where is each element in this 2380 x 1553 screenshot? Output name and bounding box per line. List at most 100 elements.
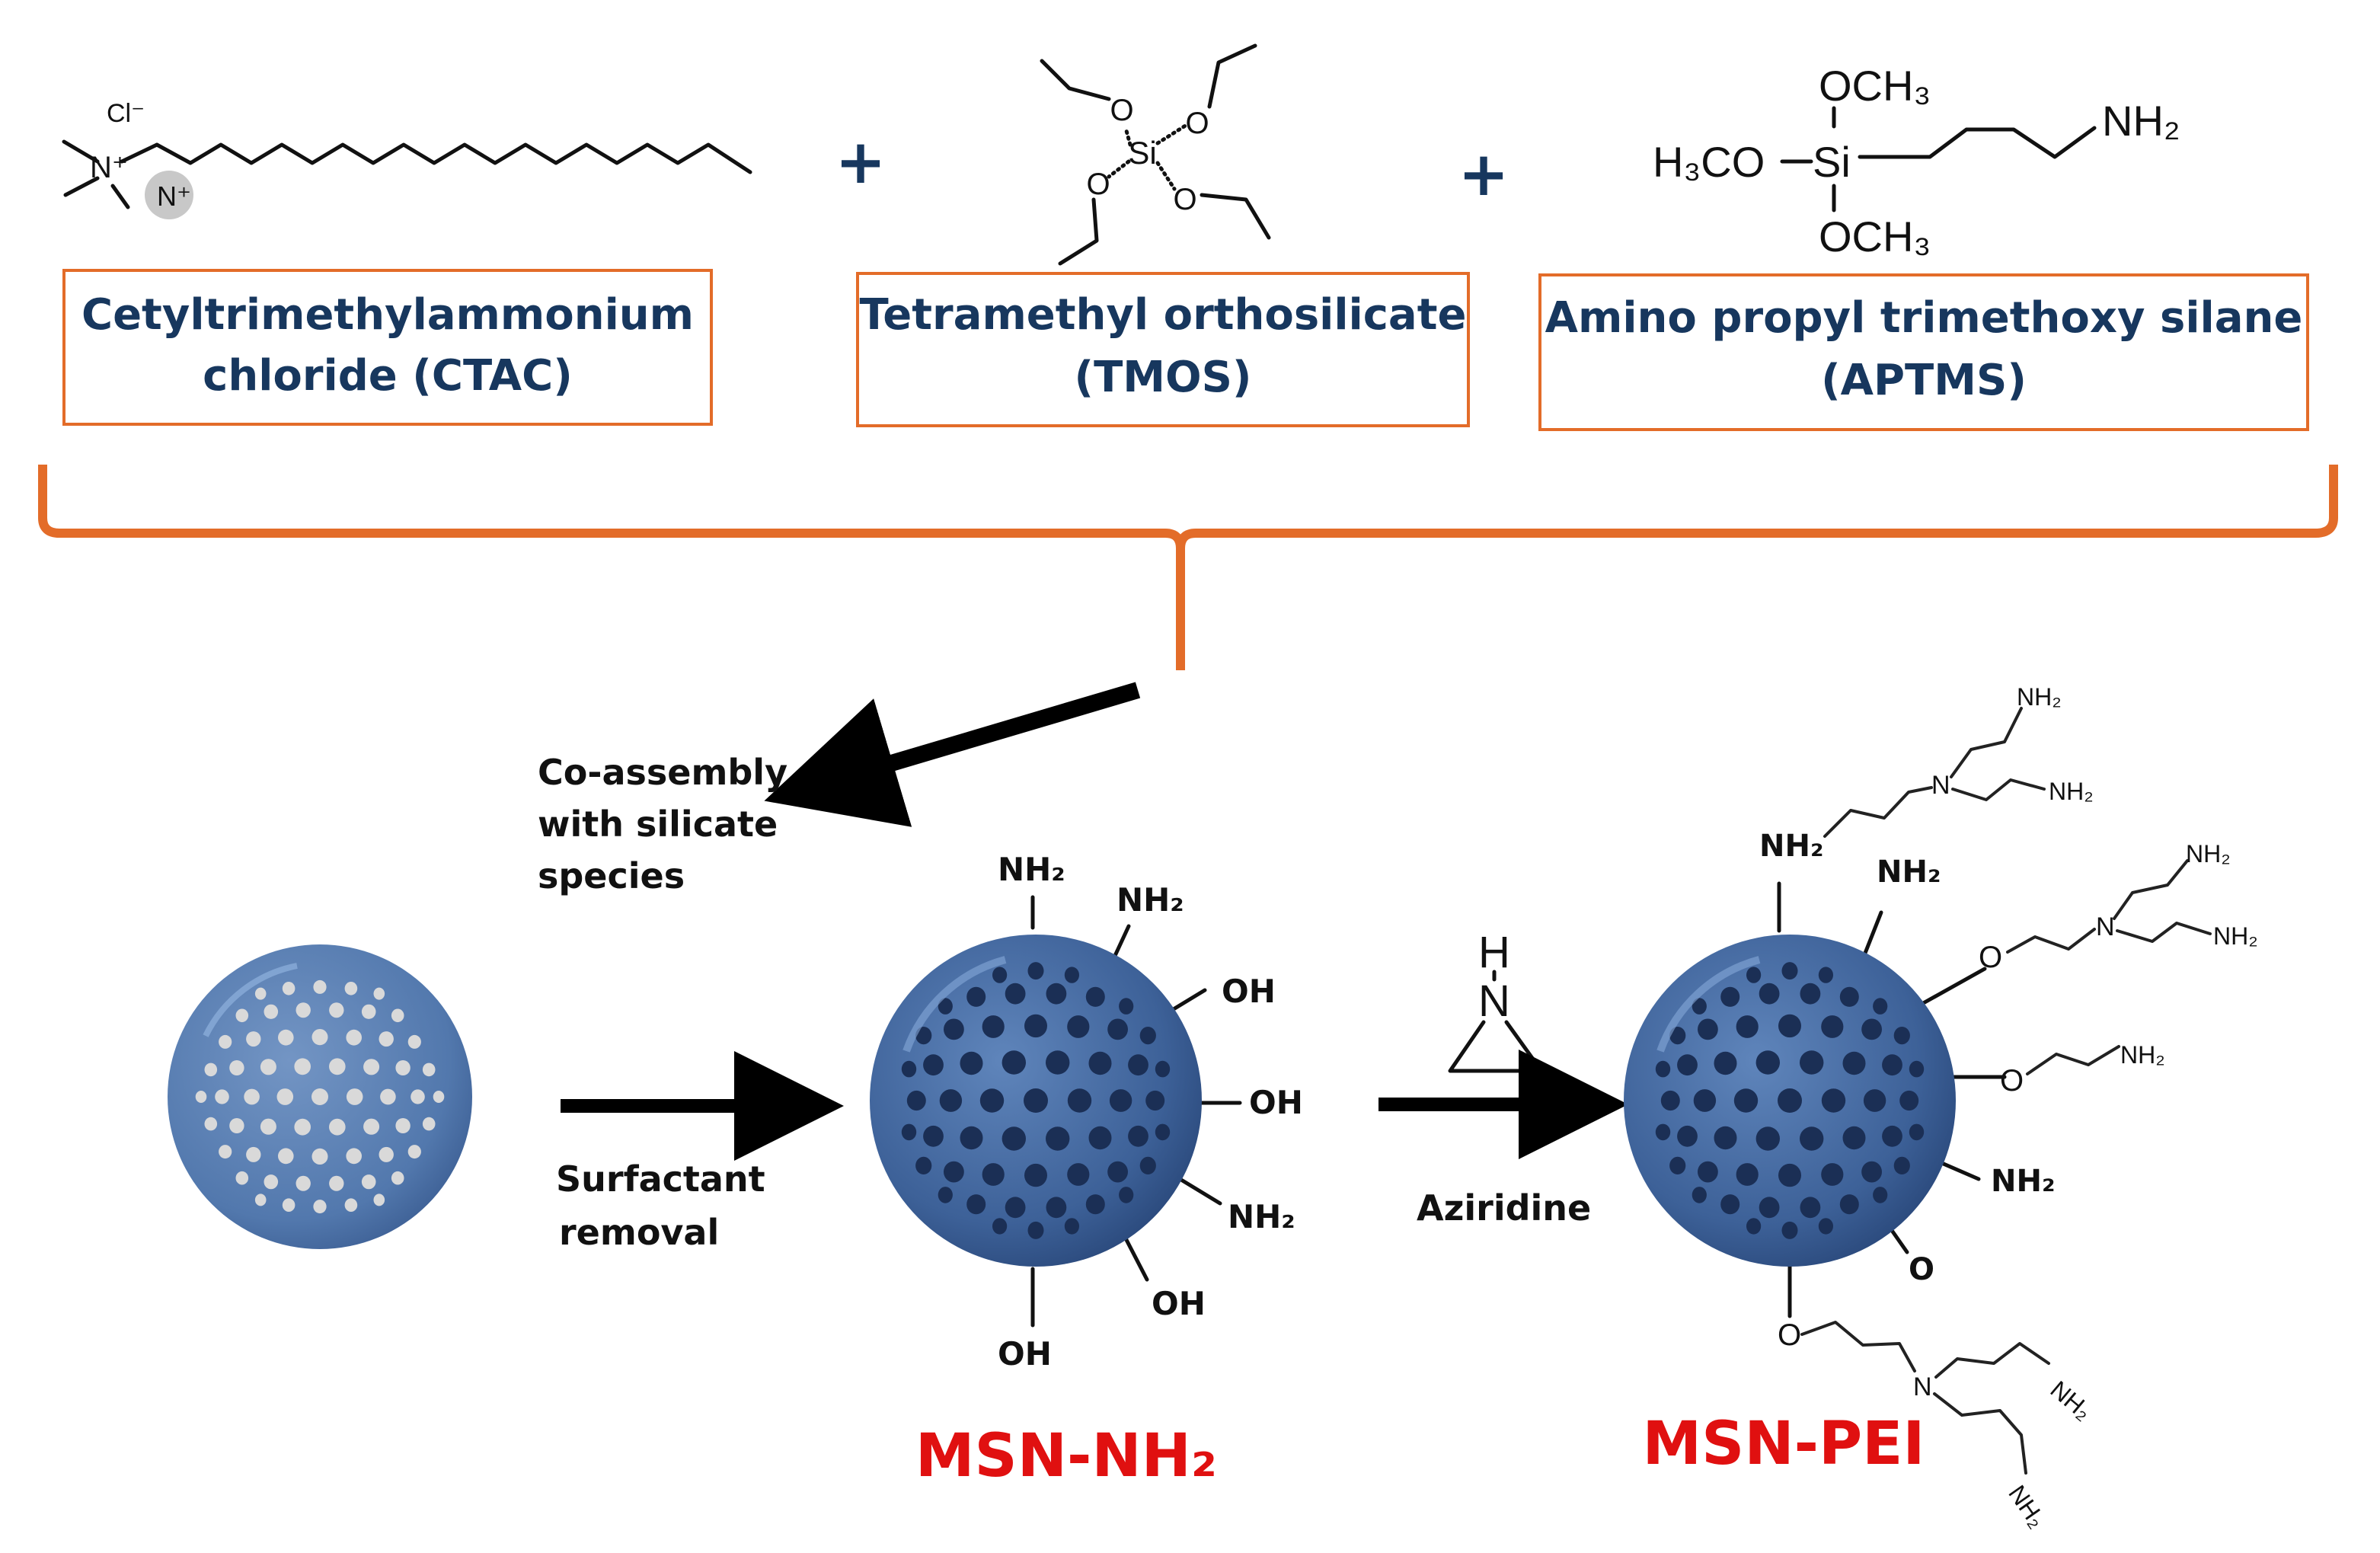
amine-group-label: NH₂: [2120, 1041, 2165, 1069]
nitrogen-label: N: [1931, 771, 1950, 800]
branch-bonds: [2113, 859, 2212, 943]
pore-dot: [1861, 1018, 1883, 1040]
pore-dot: [923, 1125, 944, 1147]
pore-dot: [1109, 1089, 1132, 1112]
methoxy-label-left: H₃CO: [1653, 138, 1765, 186]
pore-dot: [1800, 1197, 1821, 1219]
pore-dot: [373, 1194, 385, 1206]
pore-dot: [992, 1218, 1008, 1235]
pore-dot: [264, 1174, 279, 1190]
pore-dot: [1720, 986, 1740, 1007]
msn-pei-nanoparticle: NH₂ NH₂ O O NH₂ O O N NH₂ NH₂ N NH₂ NH₂ …: [1624, 683, 2258, 1532]
pore-dot: [1759, 983, 1780, 1005]
pore-dot: [915, 1156, 932, 1174]
grouping-brace: [38, 465, 2338, 670]
pore-dot: [1882, 1054, 1902, 1076]
pore-dot: [391, 1008, 404, 1023]
template-nanoparticle: [168, 944, 472, 1249]
plus-sign: +: [835, 126, 886, 197]
pore-dot: [1714, 1051, 1737, 1075]
pore-dot: [1002, 1050, 1027, 1075]
pore-dot: [1046, 983, 1067, 1005]
amine-group-label: NH₂: [2046, 1376, 2097, 1425]
pore-dot: [1839, 1194, 1859, 1215]
hydroxyl-group-label: OH: [1249, 1084, 1303, 1121]
step-label: Surfactant: [556, 1158, 765, 1200]
pore-dot: [1800, 1050, 1824, 1075]
reagent-box-ctac: Cetyltrimethylammonium chloride (CTAC): [62, 269, 713, 426]
pore-dot: [1818, 1218, 1833, 1235]
pore-dot: [254, 987, 267, 1000]
pore-dot: [294, 1118, 311, 1136]
pore-dot: [1128, 1054, 1148, 1076]
pore-dot: [313, 979, 327, 994]
pore-dot: [246, 1146, 261, 1162]
pore-dot: [1027, 1221, 1044, 1239]
branch-bonds: [2006, 928, 2096, 954]
hydroxyl-group-label: OH: [1152, 1285, 1206, 1322]
pei-branch-top: N NH₂ NH₂: [1823, 683, 2094, 838]
pore-dot: [1692, 998, 1707, 1015]
pore-dot: [260, 1059, 276, 1075]
pore-dot: [938, 998, 953, 1015]
pore-dot: [1698, 1161, 1718, 1183]
sphere-highlight: [902, 956, 1007, 1053]
pore-dot: [1778, 1163, 1801, 1187]
coassembly-arrow: [764, 682, 1141, 827]
pore-dot: [1155, 1123, 1171, 1141]
pore-dot: [1669, 1027, 1686, 1045]
pore-dot: [1736, 1163, 1759, 1186]
pore-dot: [373, 987, 385, 1000]
pore-dot: [407, 1034, 421, 1049]
pore-dot: [1067, 1088, 1092, 1113]
ctac-structure: Cl⁻ N⁺ N⁺: [62, 99, 752, 219]
pore-dot: [361, 1174, 376, 1190]
pore-pattern: [901, 962, 1171, 1239]
pore-dot: [915, 1027, 932, 1045]
pore-dot: [311, 1148, 328, 1165]
sphere-highlight: [1656, 956, 1761, 1053]
pore-dot: [391, 1171, 404, 1185]
pore-dot: [1861, 1161, 1883, 1183]
pore-dot: [1781, 1221, 1798, 1239]
pore-dot: [1778, 1014, 1801, 1038]
pore-pattern: [1655, 962, 1925, 1239]
hydrogen-label: H: [1478, 928, 1510, 977]
aziridine-structure: H N: [1448, 928, 1544, 1073]
nitrogen-label: N: [1478, 976, 1510, 1026]
step-label: species: [538, 855, 685, 896]
surface-bond: [1917, 967, 1987, 1008]
amine-group-label: NH₂: [1991, 1164, 2055, 1199]
methoxy-label-top: OCH₃: [1819, 62, 1931, 110]
pore-dot: [1909, 1060, 1925, 1078]
step-label: Aziridine: [1417, 1187, 1591, 1229]
pore-dot: [1842, 1051, 1866, 1075]
pore-pattern: [195, 979, 445, 1214]
pore-dot: [229, 1060, 244, 1075]
pore-dot: [244, 1088, 260, 1105]
pore-dot: [944, 1018, 964, 1040]
pore-dot: [1781, 962, 1798, 980]
pore-dot: [215, 1089, 229, 1104]
step-label: removal: [559, 1212, 719, 1253]
pore-dot: [1842, 1126, 1866, 1150]
pore-dot: [1024, 1014, 1047, 1038]
pore-dot: [282, 982, 296, 995]
pore-dot: [195, 1091, 207, 1103]
pore-dot: [1821, 1163, 1844, 1186]
pore-dot: [1893, 1027, 1910, 1045]
pore-dot: [433, 1091, 445, 1103]
chloride-ion-label: Cl⁻: [107, 99, 145, 128]
pore-dot: [1655, 1060, 1671, 1078]
reagent-box-tmos: Tetramethyl orthosilicate (TMOS): [856, 272, 1470, 427]
nitrogen-label: N: [1913, 1372, 1932, 1401]
pore-dot: [407, 1145, 421, 1159]
pore-dot: [264, 1004, 279, 1019]
pore-dot: [311, 1088, 328, 1105]
pore-dot: [395, 1060, 411, 1075]
reagent-name-line1: Cetyltrimethylammonium: [81, 290, 694, 340]
pore-dot: [1119, 1187, 1134, 1203]
pore-dot: [1677, 1125, 1698, 1147]
oxygen-label: O: [1778, 1318, 1801, 1352]
